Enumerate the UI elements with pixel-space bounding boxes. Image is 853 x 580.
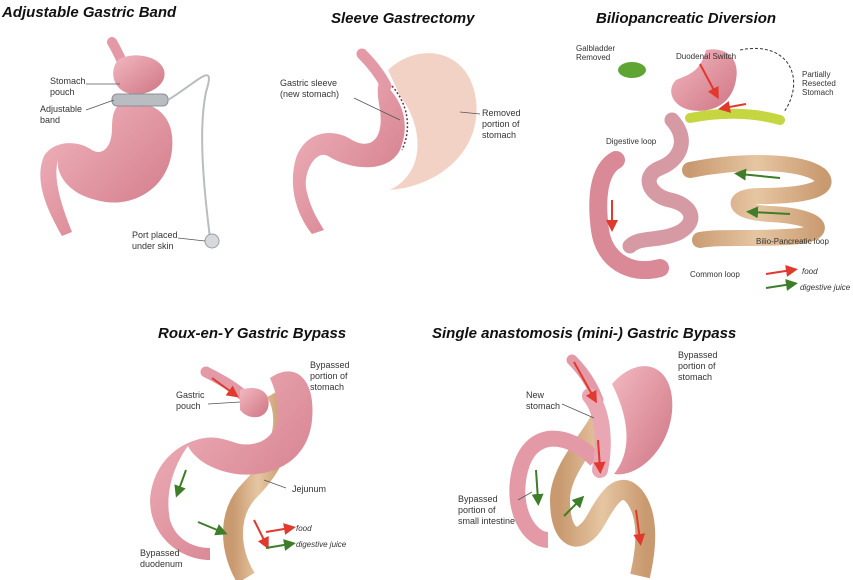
label-gastric-sleeve: Gastric sleeve (new stomach) [280,78,339,100]
panel-title-sleeve: Sleeve Gastrectomy [331,10,474,27]
legend-juice-arrow [766,284,792,288]
legend-food: food [296,523,312,534]
port [205,234,219,248]
label-bp-loop: Bilio-Pancreatic loop [756,237,829,246]
bp-loop [690,163,824,240]
legend-food: food [802,266,818,277]
band-tube [168,75,210,238]
label-common-loop: Common loop [690,270,740,279]
label-port: Port placed under skin [132,230,178,252]
panel-title-mini: Single anastomosis (mini-) Gastric Bypas… [432,325,736,342]
label-gastric-pouch: Gastric pouch [176,390,205,412]
legend-juice-arrow [266,544,290,548]
label-removed-portion: Removed portion of stomach [482,108,521,141]
gallbladder-icon [618,62,646,78]
label-resected-stomach: Partially Resected Stomach [802,70,836,97]
rny-diagram [150,371,313,578]
label-bypassed-small-intestine: Bypassed portion of small intestine [458,494,515,527]
legend-juice: digestive juice [800,282,850,293]
label-bypassed-stomach: Bypassed portion of stomach [678,350,718,383]
label-duodenal-switch: Duodenal Switch [676,52,736,61]
band-diagram [40,42,219,248]
label-stomach-pouch: Stomach pouch [50,76,86,98]
bypassed-stomach [612,366,672,474]
label-digestive-loop: Digestive loop [606,137,656,146]
label-jejunum: Jejunum [292,484,326,495]
panel-title-bpd: Biliopancreatic Diversion [596,10,776,27]
gastric-sleeve [293,80,405,234]
legend-juice: digestive juice [296,539,346,550]
stomach-pouch [113,55,164,94]
label-new-stomach: New stomach [526,390,560,412]
adjustable-band [112,94,168,106]
label-gallbladder: Galbladder Removed [576,44,615,62]
pancreas [690,114,780,120]
esophagus [362,54,386,86]
legend-food-arrow [266,528,290,532]
label-adjustable-band: Adjustable band [40,104,82,126]
label-bypassed-stomach: Bypassed portion of stomach [310,360,350,393]
panel-title-rny: Roux-en-Y Gastric Bypass [158,325,346,342]
gastric-pouch [240,388,269,417]
panel-title-band: Adjustable Gastric Band [2,4,176,21]
legend-food-arrow [766,270,792,274]
jejunum-limb [233,392,283,578]
label-bypassed-duodenum: Bypassed duodenum [140,548,183,570]
bpd-diagram [598,48,823,288]
